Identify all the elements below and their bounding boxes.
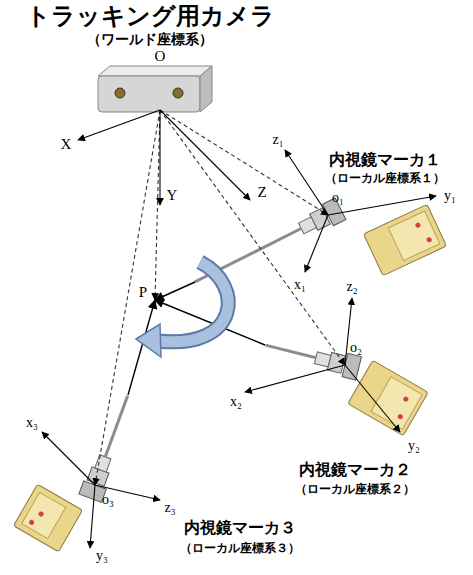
rotation-arrow <box>136 262 228 357</box>
marker-sublabel: （ローカル座標系３） <box>180 542 300 554</box>
origin-label: o₁ <box>332 191 344 205</box>
axis-label: x₃ <box>26 416 38 430</box>
marker-sublabel: （ローカル座標系１） <box>325 172 445 184</box>
subheading-label: （ワールド座標系） <box>87 32 213 46</box>
axis-label: y₂ <box>408 439 420 453</box>
axis-label: z₂ <box>346 280 357 294</box>
point-label: P <box>139 285 147 300</box>
origin-label: O <box>155 49 166 64</box>
endoscope-shaft <box>79 392 139 503</box>
dashed-vector <box>95 110 345 485</box>
marker-body <box>364 204 447 275</box>
endoscope-shaft <box>263 334 362 381</box>
origin-label: o₂ <box>350 341 362 355</box>
origin-label: o₃ <box>102 493 114 507</box>
camera-body <box>98 66 212 112</box>
marker-label: 内視鏡マーカ２ <box>299 462 411 478</box>
heading-label: トラッキング用カメラ <box>26 4 275 28</box>
axis-label: y₃ <box>96 549 108 563</box>
axis-label: z₃ <box>164 501 175 515</box>
marker-label: 内視鏡マーカ３ <box>184 520 296 536</box>
axis-label: x₁ <box>294 278 306 292</box>
axis-label: x₂ <box>230 395 242 409</box>
marker-label: 内視鏡マーカ１ <box>329 152 441 168</box>
axis-label: y₁ <box>444 189 456 203</box>
marker-body <box>348 360 428 435</box>
axis-label: z₁ <box>272 133 283 147</box>
axis-label: X <box>61 137 72 152</box>
axis-label: Y <box>167 188 178 203</box>
axis-label: Z <box>257 185 266 200</box>
marker-sublabel: （ローカル座標系２） <box>295 483 415 495</box>
marker-body <box>13 484 82 552</box>
